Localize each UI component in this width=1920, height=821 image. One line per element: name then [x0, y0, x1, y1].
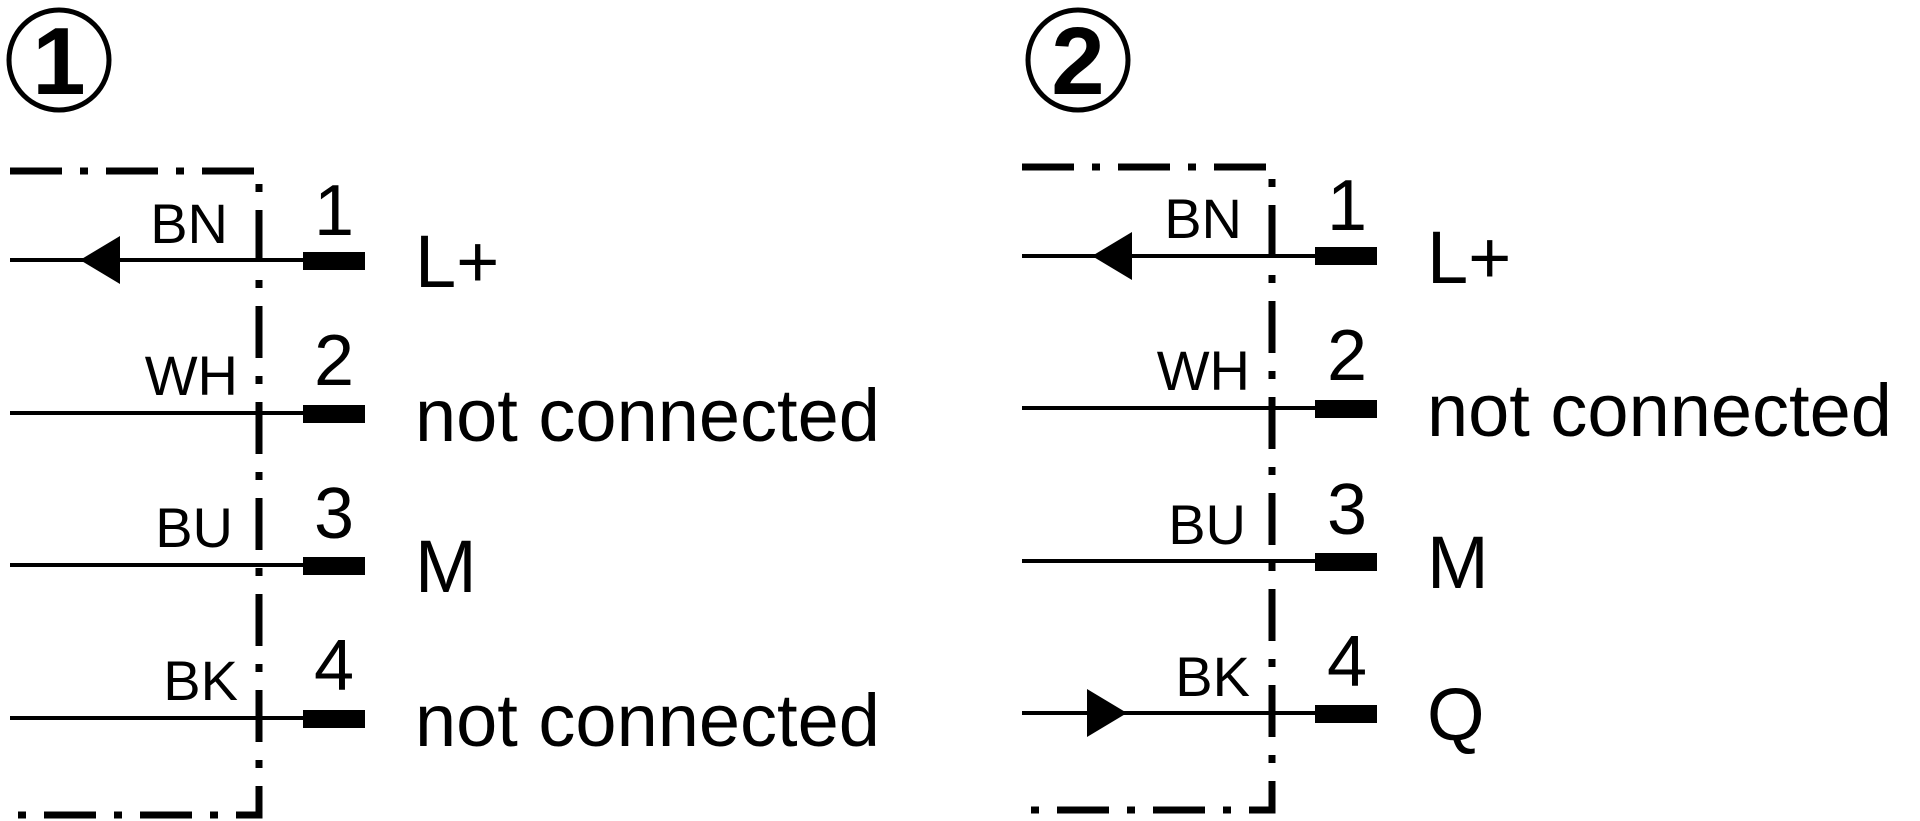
diagram-2-pin-4-number: 4: [1327, 622, 1367, 702]
diagram-1-badge-number: 1: [32, 8, 85, 115]
diagram-1-pin-1-number: 1: [314, 171, 354, 251]
diagram-1-pin-2-row: WH 2 not connected: [10, 321, 880, 457]
diagram-2-pin-1-terminal: [1315, 247, 1377, 265]
diagram-1-badge: 1: [6, 7, 112, 115]
diagram-1-pin-4-signal: not connected: [415, 679, 880, 762]
diagram-1-pin-3-signal: M: [415, 525, 477, 608]
diagram-2-pin-1-wire-color: BN: [1164, 187, 1242, 250]
diagram-1: 1 BN 1 L+ WH 2 not connected BU 3 M: [6, 7, 880, 819]
diagram-2-pin-3-number: 3: [1327, 470, 1367, 550]
diagram-2-pin-4-signal: Q: [1427, 673, 1485, 756]
diagram-1-pin-4-terminal: [303, 710, 365, 728]
diagram-1-pin-2-signal: not connected: [415, 374, 880, 457]
diagram-2-pin-2-number: 2: [1327, 316, 1367, 396]
diagram-2-pin-4-wire-color: BK: [1175, 645, 1250, 708]
diagram-2-pin-2-wire-color: WH: [1157, 339, 1250, 402]
diagram-2-pin-4-terminal: [1315, 705, 1377, 723]
diagram-2-pin-2-terminal: [1315, 400, 1377, 418]
diagram-1-housing-outline: [10, 167, 263, 819]
diagram-2-pin-3-wire-color: BU: [1168, 493, 1246, 556]
diagram-1-pin-3-wire-color: BU: [155, 496, 233, 559]
diagram-2-pin-1-signal: L+: [1427, 216, 1511, 299]
diagram-2: 2 BN 1 L+ WH 2 not connected BU 3 M: [1022, 7, 1892, 814]
diagram-1-pin-1-terminal: [303, 252, 365, 270]
diagram-1-pin-3-terminal: [303, 557, 365, 575]
diagram-2-pin-1-input-arrow-icon: [1092, 232, 1132, 280]
diagram-1-pin-1-signal: L+: [415, 220, 499, 303]
diagram-2-badge-number: 2: [1051, 8, 1104, 115]
diagram-1-pin-2-wire-color: WH: [145, 344, 238, 407]
diagram-1-pin-4-wire-color: BK: [163, 649, 238, 712]
diagram-2-pin-3-row: BU 3 M: [1022, 470, 1489, 604]
diagram-1-pin-4-row: BK 4 not connected: [10, 626, 880, 762]
diagram-1-pin-2-number: 2: [314, 321, 354, 401]
diagram-1-pin-1-wire-color: BN: [150, 192, 228, 255]
diagram-2-pin-4-row: BK 4 Q: [1022, 622, 1485, 756]
diagram-2-badge: 2: [1025, 7, 1131, 115]
diagram-1-pin-2-terminal: [303, 405, 365, 423]
diagram-1-pin-1-input-arrow-icon: [80, 236, 120, 284]
diagram-2-pin-4-output-arrow-icon: [1087, 689, 1127, 737]
diagram-2-pin-2-row: WH 2 not connected: [1022, 316, 1892, 452]
diagram-2-pin-3-signal: M: [1427, 521, 1489, 604]
diagram-1-pin-4-number: 4: [314, 626, 354, 706]
diagram-2-housing-outline: [1022, 163, 1276, 814]
diagram-2-pin-1-row: BN 1 L+: [1022, 166, 1511, 299]
diagram-1-pin-1-row: BN 1 L+: [10, 171, 499, 303]
diagram-1-pin-3-row: BU 3 M: [10, 474, 477, 608]
diagram-2-pin-2-signal: not connected: [1427, 369, 1892, 452]
diagram-1-pin-3-number: 3: [314, 474, 354, 554]
diagram-2-pin-3-terminal: [1315, 553, 1377, 571]
diagram-2-pin-1-number: 1: [1327, 166, 1367, 246]
